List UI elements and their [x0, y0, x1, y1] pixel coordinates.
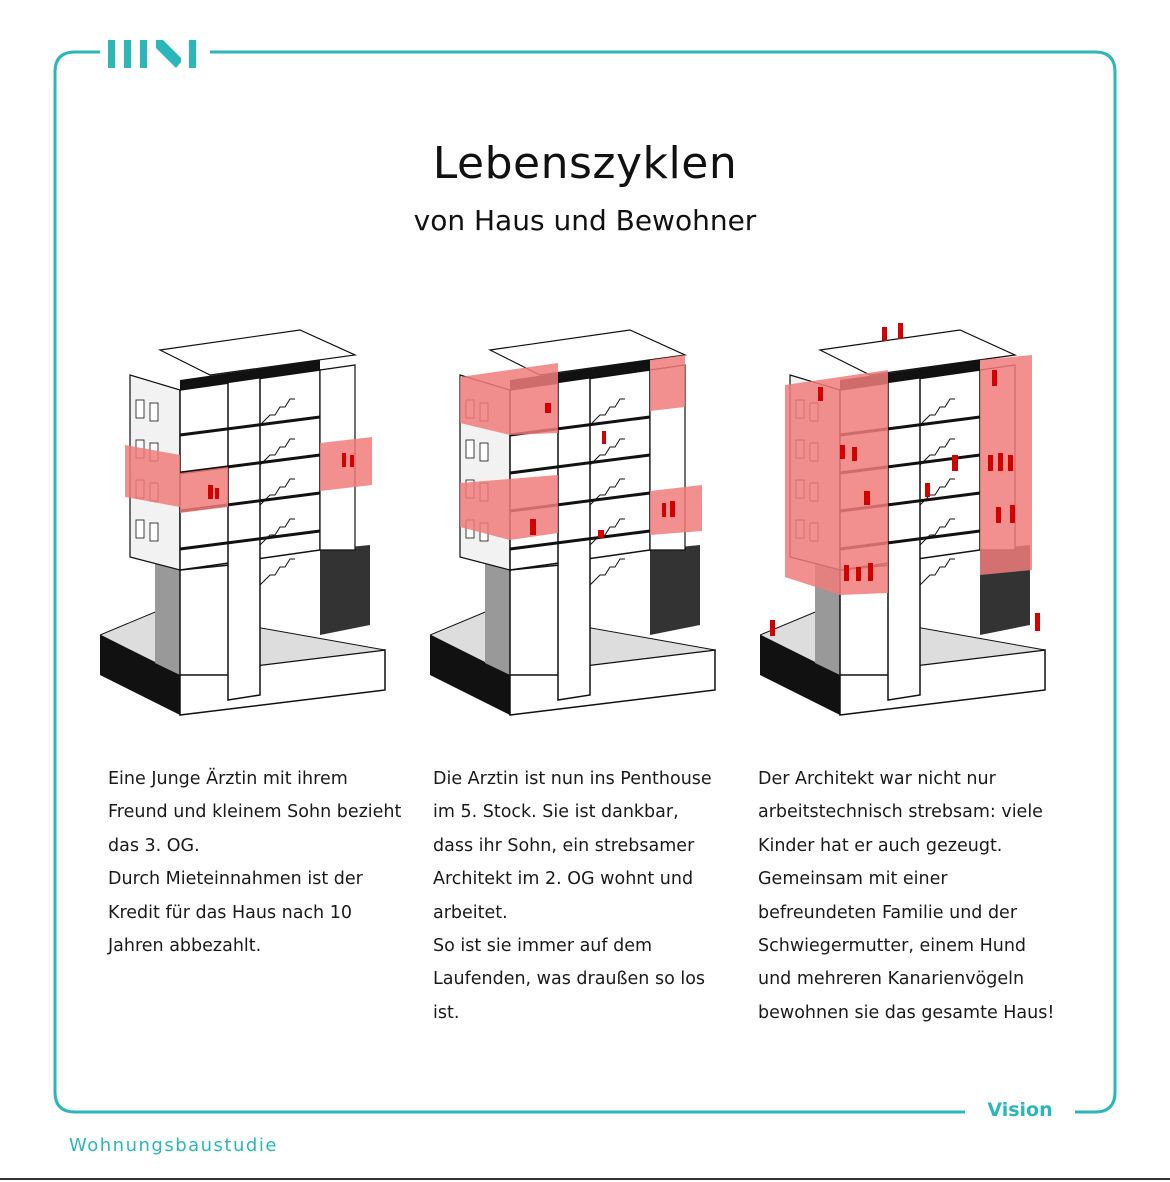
caption-line: Laufenden, was draußen so los: [433, 969, 706, 990]
caption-line: Durch Mieteinnahmen ist der: [108, 869, 363, 890]
highlighted-floor: [125, 445, 180, 507]
caption-line: Der Architekt war nicht nur: [758, 769, 996, 789]
caption-2: Die Arztin ist nun ins Penthouse im 5. S…: [433, 763, 733, 1030]
caption-3: Der Architekt war nicht nur arbeitstechn…: [758, 763, 1078, 1030]
page-title: Lebenszyklen: [432, 138, 738, 189]
caption-line: Schwiegermutter, einem Hund: [758, 936, 1027, 957]
caption-line: bewohnen sie das gesamte Haus!: [758, 1002, 1055, 1023]
highlighted-floor: [460, 363, 558, 435]
caption-line: Gemeinsam mit einer: [758, 869, 948, 890]
caption-line: und mehreren Kanarienvögeln: [758, 969, 1025, 990]
section-label: Vision: [987, 1099, 1053, 1121]
resident-figures-icon: [208, 453, 354, 499]
caption-line: arbeitet.: [433, 902, 508, 923]
building-diagram-1: [100, 328, 387, 717]
caption-line: So ist sie immer auf dem: [433, 936, 653, 957]
logo-icon: [108, 40, 196, 68]
caption-line: Jahren abbezahlt.: [108, 936, 262, 957]
caption-1: Eine Junge Ärztin mit ihrem Freund und k…: [108, 763, 408, 963]
caption-line: arbeitstechnisch strebsam: viele: [758, 802, 1043, 823]
resident-figures-icon: [770, 323, 1040, 636]
page-subtitle: von Haus und Bewohner: [413, 204, 757, 237]
caption-line: im 5. Stock. Sie ist dankbar,: [433, 802, 679, 823]
caption-line: befreundeten Familie und der: [758, 902, 1018, 923]
bottom-rule: [0, 1178, 1170, 1180]
caption-line: Die Arztin ist nun ins Penthouse: [433, 769, 712, 789]
caption-line: Kinder hat er auch gezeugt.: [758, 835, 1003, 856]
footer-label: Wohnungsbaustudie: [69, 1135, 278, 1156]
building-diagram-3: [760, 323, 1047, 717]
caption-line: Freund und kleinem Sohn bezieht: [108, 802, 402, 823]
building-diagram-2: [430, 328, 717, 717]
resident-figures-icon: [530, 403, 675, 538]
highlighted-floor: [785, 370, 888, 595]
caption-line: Architekt im 2. OG wohnt und: [433, 869, 694, 890]
caption-line: Kredit für das Haus nach 10: [108, 902, 352, 923]
caption-line: ist.: [433, 1002, 460, 1023]
caption-line: Eine Junge Ärztin mit ihrem: [108, 769, 348, 789]
caption-line: das 3. OG.: [108, 835, 200, 856]
caption-line: dass ihr Sohn, ein strebsamer: [433, 835, 695, 856]
